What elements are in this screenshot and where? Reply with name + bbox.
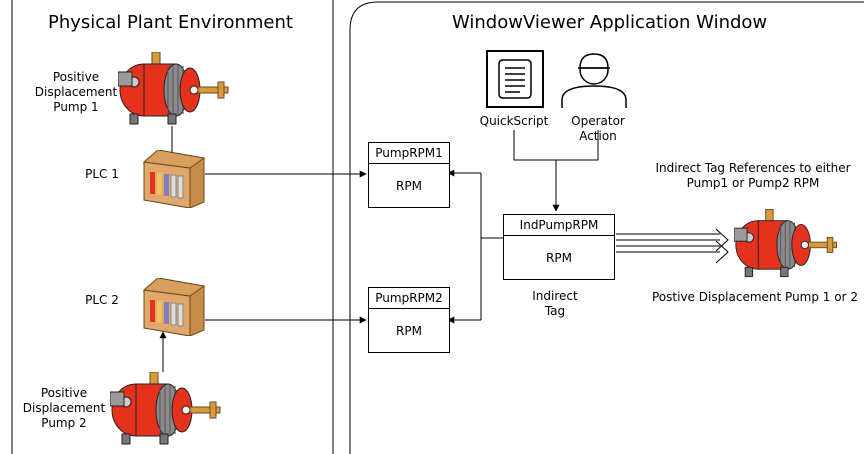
left-panel-border xyxy=(11,0,334,454)
operator-icon xyxy=(561,53,627,108)
pump1-label: Positive Displacement Pump 1 xyxy=(34,70,118,114)
tag-field: RPM xyxy=(396,178,422,193)
output-pump-label: Postive Displacement Pump 1 or 2 xyxy=(652,290,858,304)
tag-box-pumprpm1: PumpRPM1 RPM xyxy=(368,142,450,208)
tag-field: RPM xyxy=(396,323,422,338)
pump2-label: Positive Displacement Pump 2 xyxy=(22,386,106,430)
tag-name: PumpRPM2 xyxy=(369,288,449,309)
indirect-output-arrows xyxy=(616,228,729,264)
right-panel-border xyxy=(349,1,864,454)
tag-name: PumpRPM1 xyxy=(369,143,449,164)
tag-field: RPM xyxy=(546,250,572,265)
plc1-label: PLC 1 xyxy=(85,167,119,181)
indirect-reference-label: Indirect Tag References to either Pump1 … xyxy=(655,161,851,190)
tag-name: IndPumpRPM xyxy=(504,215,614,236)
right-panel-title: WindowViewer Application Window xyxy=(452,12,768,33)
tag-box-pumprpm2: PumpRPM2 RPM xyxy=(368,287,450,353)
pump-icon xyxy=(118,52,229,125)
pump-icon xyxy=(734,209,838,278)
left-panel-title: Physical Plant Environment xyxy=(48,12,293,33)
pump-icon xyxy=(110,372,221,445)
indirect-bracket xyxy=(480,173,503,320)
operator-label: Operator Action xyxy=(571,114,625,143)
tag-box-indpumprpm: IndPumpRPM RPM xyxy=(503,214,615,280)
indirect-tag-caption: Indirect Tag xyxy=(532,289,578,318)
script-icon xyxy=(486,50,544,108)
quickscript-label: QuickScript xyxy=(479,114,549,128)
plc-icon xyxy=(142,278,206,336)
plc2-label: PLC 2 xyxy=(85,293,119,307)
plc-icon xyxy=(142,150,206,208)
